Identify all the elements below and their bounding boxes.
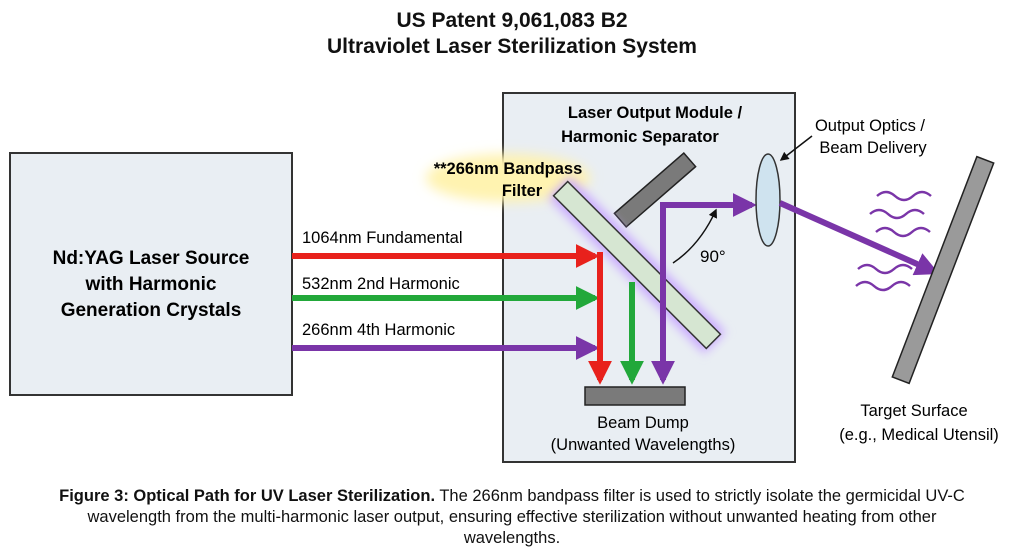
- beam-dump-label-1: Beam Dump: [597, 414, 689, 432]
- target-label-1: Target Surface: [860, 402, 967, 420]
- laser-source-label-1: Nd:YAG Laser Source: [53, 248, 250, 269]
- uv-wave-5: [855, 280, 911, 292]
- laser-source-label-2: with Harmonic: [85, 274, 217, 295]
- target-surface: [891, 155, 995, 385]
- beam-label-266: 266nm 4th Harmonic: [302, 321, 455, 339]
- filter-label-2: Filter: [502, 182, 543, 200]
- figure-caption: Figure 3: Optical Path for UV Laser Ster…: [40, 486, 984, 549]
- uv-wave-1: [876, 190, 932, 202]
- angle-label: 90°: [700, 247, 726, 266]
- laser-source-label-3: Generation Crystals: [61, 300, 242, 321]
- beam-label-1064: 1064nm Fundamental: [302, 229, 463, 247]
- output-optics-label-1: Output Optics /: [815, 117, 925, 135]
- angle-arc: [672, 208, 717, 264]
- beam-dump-label-2: (Unwanted Wavelengths): [551, 436, 736, 454]
- output-module-label-2: Harmonic Separator: [561, 128, 719, 146]
- uv-wave-2: [869, 208, 925, 220]
- output-module-label-1: Laser Output Module /: [568, 104, 743, 122]
- beam-dump: [584, 386, 686, 406]
- title-line-1: US Patent 9,061,083 B2: [396, 9, 628, 32]
- laser-source-box: [9, 152, 293, 396]
- upper-mirror: [613, 151, 697, 229]
- uv-wave-3: [875, 226, 931, 238]
- output-optics-label-2: Beam Delivery: [819, 139, 927, 157]
- uv-wave-4: [857, 263, 913, 275]
- optical-path-diagram: Nd:YAG Laser Source with Harmonic Genera…: [9, 92, 999, 463]
- target-label-2: (e.g., Medical Utensil): [839, 426, 999, 444]
- figure-title: US Patent 9,061,083 B2 Ultraviolet Laser…: [0, 8, 1024, 60]
- filter-label-1: **266nm Bandpass: [434, 160, 583, 178]
- caption-bold: Figure 3: Optical Path for UV Laser Ster…: [59, 487, 436, 505]
- output-optics-pointer: [779, 135, 813, 161]
- filter-label-glow: [426, 154, 590, 202]
- caption-text: The 266nm bandpass filter is used to str…: [87, 487, 965, 547]
- beam-266-to-target: [778, 200, 940, 276]
- title-line-2: Ultraviolet Laser Sterilization System: [327, 35, 697, 58]
- beam-266-to-output: [660, 193, 757, 322]
- output-lens: [755, 153, 781, 247]
- beam-label-532: 532nm 2nd Harmonic: [302, 275, 460, 293]
- bandpass-filter: [552, 180, 722, 350]
